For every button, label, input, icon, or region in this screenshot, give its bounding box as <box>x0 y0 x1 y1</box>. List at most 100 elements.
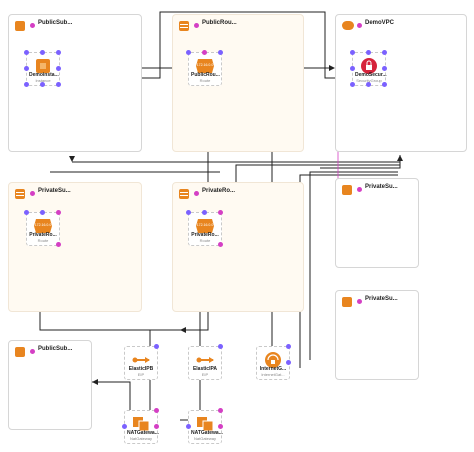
connect-handle[interactable] <box>218 242 223 247</box>
node-label: NATGatewa... <box>191 430 223 436</box>
connect-handle[interactable] <box>186 210 191 215</box>
connect-handle[interactable] <box>186 50 191 55</box>
connect-handle[interactable] <box>218 424 223 429</box>
connect-handle[interactable] <box>24 82 29 87</box>
arrow-head-row-2 <box>180 327 186 333</box>
node-public-route[interactable]: 172.16.0.0 PublicRou... Route <box>186 50 223 86</box>
connect-handle[interactable] <box>24 66 29 71</box>
connect-handle[interactable] <box>202 210 207 215</box>
connect-handle[interactable] <box>56 66 61 71</box>
connect-handle[interactable] <box>350 66 355 71</box>
group-private-subnet-2[interactable]: PrivateSu... <box>335 178 419 268</box>
group-title: PrivateSu... <box>38 188 71 194</box>
status-dot <box>357 187 362 192</box>
connect-handle[interactable] <box>154 408 159 413</box>
connect-handle[interactable] <box>382 50 387 55</box>
connect-handle[interactable] <box>350 82 355 87</box>
node-demo-instance[interactable]: Demoinsta... Instance <box>24 50 61 87</box>
group-private-subnet-3[interactable]: PrivateSu... <box>335 290 419 380</box>
connect-handle[interactable] <box>218 408 223 413</box>
connect-handle[interactable] <box>218 210 223 215</box>
connect-handle[interactable] <box>366 50 371 55</box>
group-private-route-1[interactable]: PrivateRo... <box>172 182 304 312</box>
connect-handle[interactable] <box>286 360 291 365</box>
node-nat-gateway-1[interactable]: NATGatewa... NatGateway <box>122 408 159 444</box>
group-public-subnet-2[interactable]: PublicSub... <box>8 340 92 430</box>
connect-handle[interactable] <box>218 344 223 349</box>
status-dot <box>30 23 35 28</box>
subnet-icon <box>15 21 25 31</box>
connect-handle[interactable] <box>382 66 387 71</box>
connect-handle[interactable] <box>366 82 371 87</box>
route-cidr: 172.16.0.0 <box>196 223 214 227</box>
nat-gateway-icon <box>131 415 151 433</box>
node-label: InternetG... <box>259 366 287 372</box>
ec2-instance-icon <box>33 57 53 75</box>
group-title: PublicRou... <box>202 20 237 26</box>
connect-handle[interactable] <box>56 50 61 55</box>
lock-icon <box>359 57 379 75</box>
status-dot <box>30 349 35 354</box>
arrow-head-row <box>69 156 75 162</box>
status-dot <box>357 23 362 28</box>
route-badge-icon <box>33 217 53 235</box>
connect-handle[interactable] <box>186 424 191 429</box>
node-internet-gateway[interactable]: InternetG... InternetGat... <box>256 344 291 380</box>
route-cidr: 172.16.0.0 <box>196 63 214 67</box>
node-type: SecurityGroup <box>356 78 382 83</box>
status-dot <box>194 23 199 28</box>
route-badge-icon <box>195 57 215 75</box>
node-type: EIP <box>201 372 209 377</box>
node-type: Route <box>37 238 49 243</box>
route-badge-icon <box>195 217 215 235</box>
vpc-icon <box>342 21 354 30</box>
node-type: NatGateway <box>193 436 216 441</box>
connect-handle[interactable] <box>40 82 45 87</box>
connect-handle[interactable] <box>56 82 61 87</box>
connect-handle[interactable] <box>350 50 355 55</box>
node-label: DemoSecur... <box>355 72 387 78</box>
connect-handle[interactable] <box>24 50 29 55</box>
status-dot <box>194 191 199 196</box>
node-private-route-1[interactable]: 172.16.0.0 PrivateRo... Route <box>24 210 61 247</box>
nat-gateway-icon <box>195 415 215 433</box>
connect-handle[interactable] <box>154 344 159 349</box>
connect-handle[interactable] <box>56 242 61 247</box>
connect-handle[interactable] <box>154 424 159 429</box>
connect-handle[interactable] <box>56 210 61 215</box>
group-title: PublicSub... <box>38 346 73 352</box>
group-title: PrivateSu... <box>365 296 398 302</box>
node-label: NATGatewa... <box>127 430 159 436</box>
arrow-head-right-1 <box>397 155 403 161</box>
node-type: NatGateway <box>129 436 152 441</box>
group-private-subnet-1[interactable]: PrivateSu... <box>8 182 142 312</box>
connect-handle[interactable] <box>40 210 45 215</box>
connect-handle[interactable] <box>24 210 29 215</box>
node-demo-security[interactable]: DemoSecur... SecurityGroup <box>350 50 387 87</box>
edge-nat1-up <box>92 381 131 412</box>
connect-handle[interactable] <box>202 50 207 55</box>
group-title: PublicSub... <box>38 20 73 26</box>
node-type: EIP <box>137 372 145 377</box>
node-label: Demoinsta... <box>29 72 59 78</box>
connect-handle[interactable] <box>382 82 387 87</box>
node-type: Route <box>199 238 211 243</box>
node-elastic-ip-b[interactable]: ElasticIPB EIP <box>124 344 159 380</box>
connect-handle[interactable] <box>286 344 291 349</box>
node-private-route-2[interactable]: 172.16.0.0 PrivateRo... Route <box>186 210 223 247</box>
node-type: Instance <box>35 78 51 83</box>
node-type: Route <box>199 78 211 83</box>
status-dot <box>30 191 35 196</box>
connect-handle[interactable] <box>122 424 127 429</box>
internet-gateway-icon <box>263 351 283 369</box>
route-table-icon <box>15 189 25 199</box>
connect-handle[interactable] <box>40 50 45 55</box>
group-title: PrivateSu... <box>365 184 398 190</box>
node-label: ElasticIPA <box>192 366 218 372</box>
edge-to-subnet-right <box>320 155 401 169</box>
node-nat-gateway-2[interactable]: NATGatewa... NatGateway <box>186 408 223 444</box>
connect-handle[interactable] <box>218 50 223 55</box>
route-table-icon <box>179 21 189 31</box>
node-elastic-ip-a[interactable]: ElasticIPA EIP <box>188 344 223 380</box>
route-table-icon <box>179 189 189 199</box>
